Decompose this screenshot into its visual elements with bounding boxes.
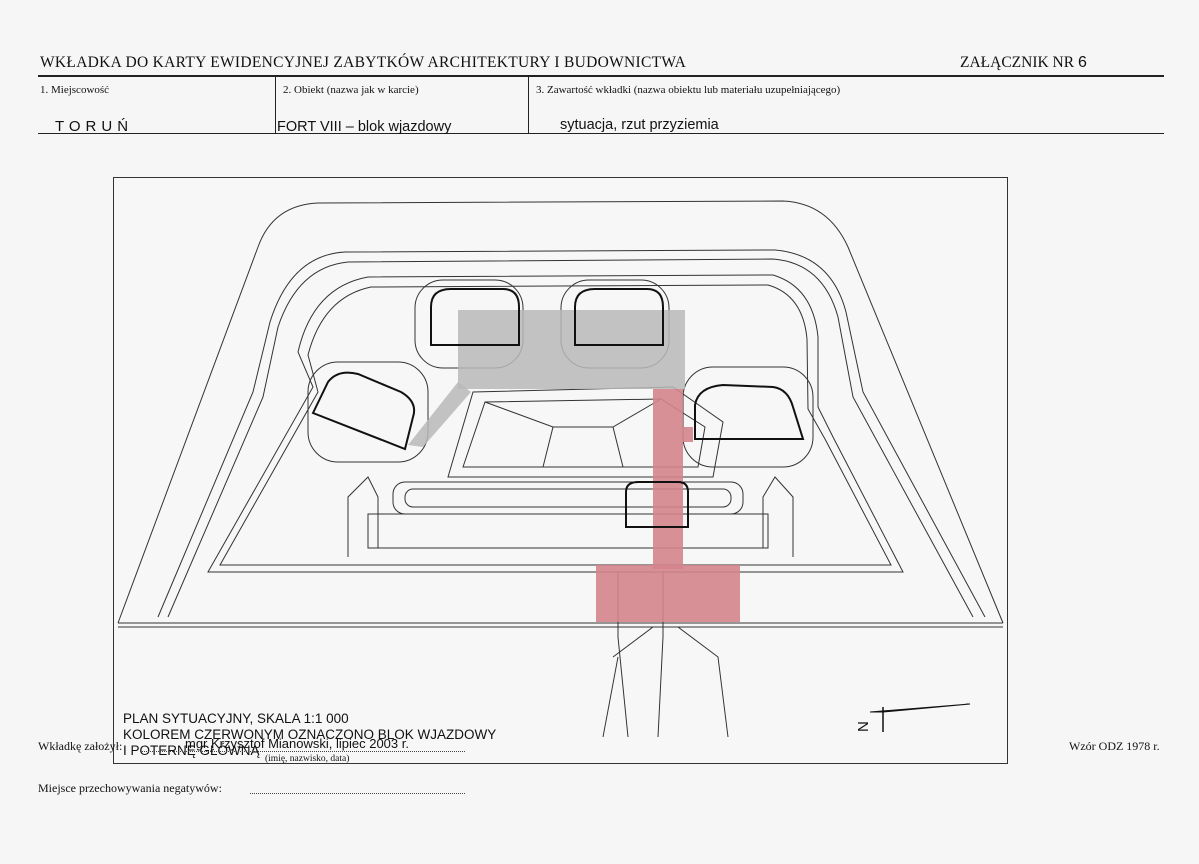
plan-caption-2: KOLOREM CZERWONYM OZNACZONO BLOK WJAZDOW… [123, 727, 497, 742]
bold-casemates [311, 288, 805, 528]
column-divider-2 [528, 76, 529, 134]
rampart-line [167, 258, 974, 618]
entrance-block[interactable] [596, 565, 740, 622]
secondary-fill [408, 310, 685, 447]
attachment-number: 6 [1077, 54, 1087, 71]
outer-glacis-line [117, 200, 1004, 624]
object-value: FORT VIII – blok wjazdowy [277, 119, 452, 135]
gate-ramp-left [602, 656, 619, 738]
fort-site-plan: N [117, 200, 1004, 738]
casemate-1 [430, 288, 520, 346]
header-top-rule [38, 75, 1164, 77]
right-ramp [762, 476, 794, 557]
casemate-ring-4 [682, 366, 814, 468]
header-bottom-rule [38, 133, 1164, 134]
form-title: WKŁADKA DO KARTY EWIDENCYJNEJ ZABYTKÓW A… [40, 54, 687, 71]
postern-branch [683, 427, 693, 442]
north-arrow-pointer [869, 703, 971, 713]
casemate-2 [574, 288, 664, 346]
content-label: 3. Zawartość wkładki (nazwa obiektu lub … [536, 84, 841, 96]
gallery-outer [392, 481, 744, 515]
casemate-ring-3 [307, 361, 429, 463]
gallery-inner [404, 488, 732, 508]
plan-frame [113, 177, 1008, 764]
gray-passage [408, 382, 471, 447]
attachment-label: ZAŁĄCZNIK NR 6 [960, 54, 1087, 72]
template-label: Wzór ODZ 1978 r. [1069, 739, 1160, 753]
attachment-label-text: ZAŁĄCZNIK NR [960, 54, 1075, 71]
place-value: TORUŃ [55, 118, 134, 135]
courtyard-line-inner [219, 284, 892, 566]
fort-outline [117, 200, 1004, 738]
gray-courtyard-area [458, 310, 685, 389]
prepared-value: mgr Krzysztof Mianowski, lipiec 2003 r. [185, 736, 409, 751]
entrance-building [625, 481, 689, 528]
main-postern[interactable] [653, 389, 683, 569]
north-label: N [855, 721, 872, 732]
barracks-block [367, 513, 769, 549]
prepared-label: Wkładkę założył: [38, 739, 123, 753]
prepared-hint: (imię, nazwisko, data) [265, 754, 350, 764]
plan-caption-1: PLAN SYTUACYJNY, SKALA 1:1 000 [123, 711, 349, 726]
rampart-line-outer [157, 249, 986, 618]
left-ramp [347, 476, 379, 557]
negatives-label: Miejsce przechowywania negatywów: [38, 781, 222, 795]
plan-caption-3: I POTERNĘ GŁÓWNĄ [123, 743, 260, 758]
column-divider-1 [275, 76, 276, 134]
highlighted-entrance-block[interactable] [596, 389, 740, 622]
content-value: sytuacja, rzut przyziemia [560, 117, 719, 133]
courtyard-line [207, 274, 904, 573]
negatives-dotted-line [250, 793, 465, 794]
gate-ramp-right [612, 626, 729, 738]
object-label: 2. Obiekt (nazwa jak w karcie) [283, 84, 419, 96]
place-label: 1. Miejscowość [40, 84, 110, 96]
casemate-3 [311, 371, 416, 451]
casemate-4 [694, 383, 805, 440]
north-arrow: N [855, 703, 971, 732]
prepared-dotted-line [140, 751, 465, 752]
traverse-ridges [484, 398, 662, 468]
